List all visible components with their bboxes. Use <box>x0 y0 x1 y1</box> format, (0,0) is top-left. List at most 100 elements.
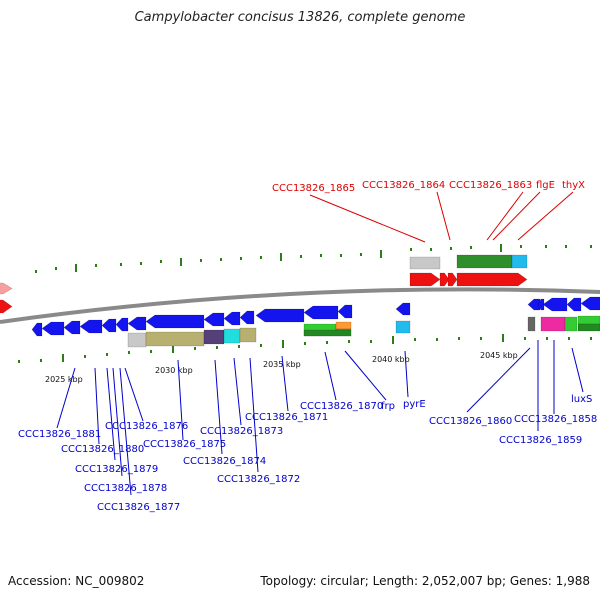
outer-tick-mark <box>240 257 242 260</box>
gene-block <box>239 327 257 343</box>
outer-tick-mark <box>360 253 362 256</box>
scale-tick-label: 2035 kbp <box>263 360 301 369</box>
outer-tick-mark <box>520 245 522 248</box>
reverse-gene-label: CCC13826_1859 <box>499 435 582 446</box>
reverse-gene-label: CCC13826_1877 <box>97 502 180 513</box>
inner-tick-mark <box>590 337 592 340</box>
reverse-gene-feature <box>41 321 65 336</box>
scale-tick-label: 2040 kbp <box>372 355 410 364</box>
reverse-gene-label: CCC13826_1871 <box>245 412 328 423</box>
reverse-gene-feature <box>203 312 225 327</box>
inner-tick-mark <box>546 337 548 340</box>
callout-line <box>233 357 242 426</box>
reverse-gene-label: CCC13826_1858 <box>514 414 597 425</box>
scale-tick-label: 2045 kbp <box>480 351 518 360</box>
inner-tick-mark <box>524 337 526 340</box>
gene-block <box>577 323 600 332</box>
inner-tick-mark <box>282 340 284 348</box>
inner-tick-mark <box>458 337 460 340</box>
outer-tick-mark <box>410 248 412 251</box>
gene-block <box>527 316 536 332</box>
inner-tick-mark <box>194 347 196 350</box>
reverse-gene-feature <box>223 311 241 326</box>
outer-tick-mark <box>220 258 222 261</box>
reverse-gene-feature <box>115 317 129 332</box>
reverse-gene-label: CCC13826_1870 <box>300 401 383 412</box>
reverse-gene-feature <box>127 316 147 331</box>
inner-tick-mark <box>172 345 174 353</box>
gene-block <box>223 328 241 344</box>
callout-line <box>324 351 337 401</box>
outer-tick-mark <box>160 260 162 263</box>
gene-block <box>577 315 600 325</box>
gene-block <box>127 332 147 348</box>
forward-gene-feature <box>511 254 528 269</box>
inner-tick-mark <box>502 334 504 342</box>
inner-tick-mark <box>568 337 570 340</box>
gene-block <box>395 320 411 334</box>
callout-line <box>112 367 123 477</box>
forward-gene-feature <box>0 299 13 314</box>
inner-tick-mark <box>238 345 240 348</box>
inner-tick-mark <box>150 350 152 353</box>
outer-tick-mark <box>320 254 322 257</box>
reverse-gene-label: CCC13826_1874 <box>183 456 266 467</box>
reverse-gene-label: CCC13826_1881 <box>18 429 101 440</box>
inner-tick-mark <box>216 346 218 349</box>
forward-gene-feature <box>456 254 513 269</box>
inner-tick-mark <box>260 344 262 347</box>
callout-line <box>344 350 387 401</box>
callout-line <box>281 355 289 412</box>
gene-block <box>303 329 352 337</box>
outer-tick-mark <box>120 263 122 266</box>
forward-gene-feature <box>409 256 441 270</box>
outer-tick-mark <box>95 264 97 267</box>
callout-line <box>404 350 409 398</box>
reverse-gene-label: CCC13826_1876 <box>105 421 188 432</box>
reverse-gene-feature <box>337 304 353 319</box>
outer-tick-mark <box>180 258 182 266</box>
reverse-gene-feature <box>31 322 43 337</box>
outer-tick-mark <box>545 245 547 248</box>
callout-line <box>249 357 259 473</box>
outer-tick-mark <box>500 244 502 252</box>
outer-tick-mark <box>300 255 302 258</box>
outer-tick-mark <box>450 247 452 250</box>
backbone-arc <box>0 287 600 324</box>
forward-gene-label: CCC13826_1863 <box>449 180 532 191</box>
inner-tick-mark <box>436 338 438 341</box>
scale-tick-label: 2025 kbp <box>45 375 83 384</box>
outer-tick-mark <box>380 250 382 258</box>
reverse-gene-label: CCC13826_1880 <box>61 444 144 455</box>
forward-gene-feature <box>439 272 450 287</box>
outer-tick-mark <box>565 245 567 248</box>
gene-block <box>564 316 578 332</box>
callout-line <box>517 191 574 241</box>
gene-block <box>203 329 225 345</box>
inner-tick-mark <box>414 338 416 341</box>
callout-line <box>571 347 584 393</box>
inner-tick-mark <box>392 336 394 344</box>
forward-gene-feature <box>409 272 441 287</box>
outer-tick-mark <box>55 267 57 270</box>
reverse-gene-label: CCC13826_1872 <box>217 474 300 485</box>
feature-layer <box>0 254 600 348</box>
outer-tick-mark <box>75 264 77 272</box>
scale-tick-label: 2030 kbp <box>155 366 193 375</box>
genome-title: Campylobacter concisus 13826, complete g… <box>134 10 466 25</box>
inner-tick-mark <box>326 341 328 344</box>
forward-gene-feature <box>456 272 528 287</box>
reverse-gene-label: CCC13826_1879 <box>75 464 158 475</box>
gene-block <box>145 331 205 347</box>
reverse-gene-feature <box>101 318 117 333</box>
tick-layer: 2025 kbp 2030 kbp 2035 kbp 2040 kbp 2045 kbp <box>18 244 592 384</box>
callout-line <box>106 367 116 461</box>
outer-tick-mark <box>260 256 262 259</box>
reverse-gene-feature <box>395 302 411 316</box>
callout-line <box>177 359 184 441</box>
callout-line <box>486 191 524 241</box>
reverse-gene-feature <box>145 314 205 329</box>
outer-tick-mark <box>470 246 472 249</box>
